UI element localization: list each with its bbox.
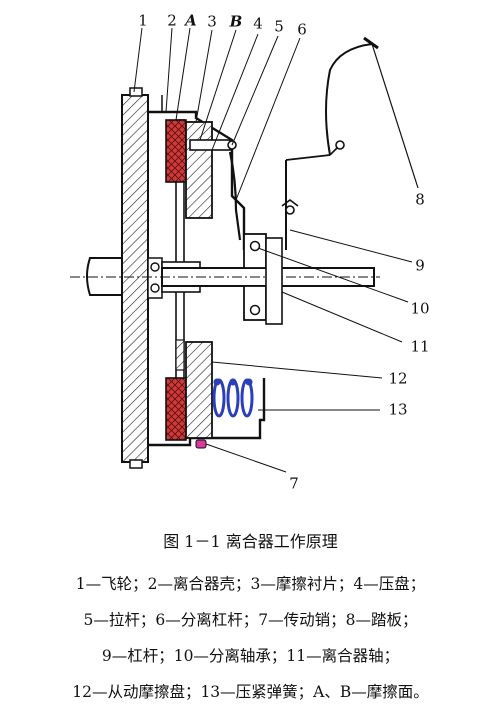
lever-linkage bbox=[281, 36, 419, 250]
pressure-plate bbox=[185, 121, 213, 439]
legend-line: 1—飞轮；2—离合器壳；3—摩擦衬片；4—压盘； bbox=[75, 575, 426, 593]
input-shaft bbox=[86, 257, 123, 296]
label-10: 10 bbox=[410, 299, 430, 318]
label-a: A bbox=[185, 11, 197, 30]
label-11: 11 bbox=[410, 337, 430, 356]
drive-pin bbox=[195, 439, 207, 449]
label-5: 5 bbox=[274, 17, 284, 36]
clutch-housing bbox=[148, 95, 266, 447]
flywheel bbox=[121, 87, 149, 469]
label-6: 6 bbox=[297, 20, 307, 39]
release-lever bbox=[228, 151, 242, 241]
clutch-diagram bbox=[70, 27, 419, 473]
label-3: 3 bbox=[207, 12, 217, 31]
label-12: 12 bbox=[388, 369, 408, 388]
label-13: 13 bbox=[388, 400, 408, 419]
pressure-springs bbox=[212, 378, 254, 418]
label-1: 1 bbox=[138, 11, 148, 30]
label-b: B bbox=[229, 12, 243, 31]
label-8: 8 bbox=[415, 190, 425, 209]
label-2: 2 bbox=[167, 11, 177, 30]
legend-line: 5—拉杆；6—分离杠杆；7—传动销；8—踏板； bbox=[83, 611, 418, 629]
pilot-bearing bbox=[147, 257, 163, 299]
label-4: 4 bbox=[253, 14, 263, 33]
leader-lines bbox=[133, 27, 413, 473]
legend-line: 9—杠杆；10—分离轴承；11—离合器轴； bbox=[101, 647, 400, 665]
label-9: 9 bbox=[415, 256, 425, 275]
legend-line: 12—从动摩擦盘；13—压紧弹簧；A、B—摩擦面。 bbox=[72, 683, 429, 701]
figure-caption: 图 1－1 离合器工作原理 bbox=[163, 532, 338, 551]
label-7: 7 bbox=[289, 474, 299, 493]
legend: 1—飞轮；2—离合器壳；3—摩擦衬片；4—压盘； 5—拉杆；6—分离杠杆；7—传… bbox=[0, 566, 501, 710]
